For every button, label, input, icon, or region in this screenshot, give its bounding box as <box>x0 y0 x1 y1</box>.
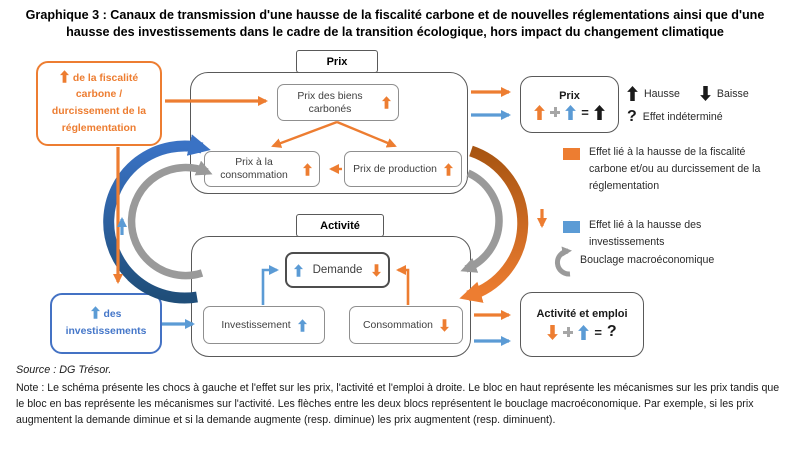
node-prix-production: Prix de production <box>344 151 462 187</box>
node-prix-consommation: Prix à la consommation <box>204 151 320 187</box>
node-consommation: Consommation <box>349 306 463 344</box>
activite-block-label: Activité <box>296 214 384 237</box>
result-prix-title: Prix <box>559 89 580 102</box>
up-arrow-icon <box>59 69 69 83</box>
plus-icon <box>563 327 574 337</box>
shock-fiscalite-label: de la fiscalité carbone / durcissement d… <box>46 69 152 138</box>
shock-fiscalite-box: de la fiscalité carbone / durcissement d… <box>36 61 162 146</box>
result-prix-box: Prix = <box>520 76 619 133</box>
down-arrow-icon <box>700 86 711 101</box>
up-arrow-icon <box>578 324 590 340</box>
node-prix-biens-carbones: Prix des biens carbonés <box>277 84 399 121</box>
arc-activite-to-prix-blue <box>103 134 211 304</box>
legend-blue-text: Effet lié à la hausse des investissement… <box>589 219 702 248</box>
shock-investissements-label: des investissements <box>60 306 152 340</box>
legend-blue-swatch <box>563 221 580 233</box>
plus-icon <box>550 107 561 117</box>
result-activite-emploi-box: Activité et emploi = ? <box>520 292 644 357</box>
up-arrow-icon <box>443 162 453 176</box>
prix-block-label: Prix <box>296 50 378 73</box>
up-arrow-icon <box>534 104 546 120</box>
down-arrow-icon <box>439 318 449 332</box>
down-arrow-icon <box>547 324 559 340</box>
legend-orange-swatch <box>563 148 580 160</box>
legend-hausse-baisse: Hausse Baisse <box>627 86 749 101</box>
up-arrow-icon <box>627 86 638 101</box>
node-investissement: Investissement <box>203 306 325 344</box>
shock-investissements-box: des investissements <box>50 293 162 354</box>
up-arrow-icon <box>382 96 391 109</box>
up-arrow-icon <box>293 263 303 277</box>
result-prix-equation: = <box>534 104 605 120</box>
source-text: Source : DG Trésor. <box>16 364 112 376</box>
up-arrow-icon <box>565 104 577 120</box>
legend-bouclage-text: Bouclage macroéconomique <box>580 254 715 266</box>
up-arrow-icon <box>303 162 312 176</box>
figure-title: Graphique 3 : Canaux de transmission d'u… <box>25 8 765 39</box>
up-arrow-icon <box>297 318 307 332</box>
node-demande: Demande <box>285 252 390 288</box>
note-text: Note : Le schéma présente les chocs à ga… <box>16 382 780 427</box>
down-arrow-icon <box>372 263 382 277</box>
result-activite-equation: = ? <box>547 323 617 341</box>
arc-prix-to-activite-orange <box>459 145 529 303</box>
result-activite-title: Activité et emploi <box>536 308 628 320</box>
loop-arrow-icon <box>554 246 572 277</box>
legend-orange-text: Effet lié à la hausse de la fiscalité ca… <box>589 146 761 192</box>
up-arrow-icon <box>593 104 605 120</box>
up-arrow-icon <box>90 306 100 320</box>
legend-effet-indetermine: ? Effet indéterminé <box>627 108 723 125</box>
